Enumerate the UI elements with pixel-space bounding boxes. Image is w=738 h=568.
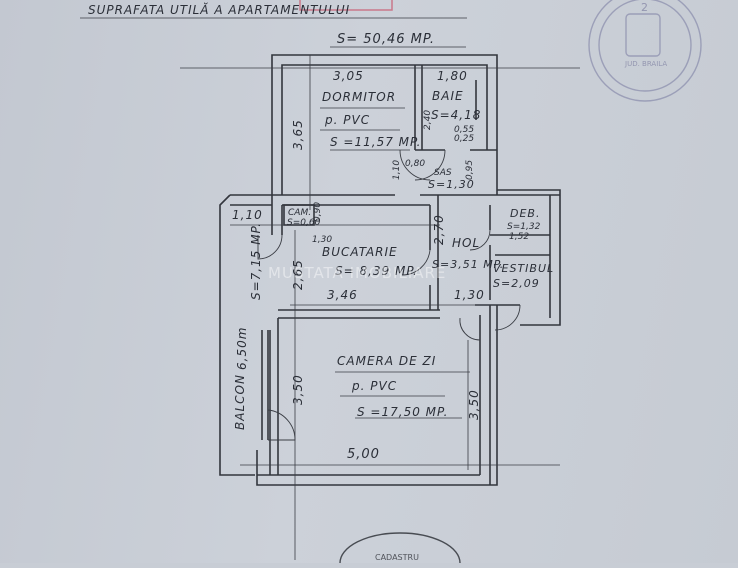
camera-width: 5,00	[347, 447, 380, 462]
camera-depth-left: 3,50	[291, 374, 305, 405]
stamp-county: JUD. BRAILA	[624, 60, 667, 68]
dormitor-floor: p. PVC	[324, 113, 370, 127]
baie-dim-a: 0,55	[454, 125, 474, 135]
hol-area: S=3,51 MP.	[432, 258, 504, 271]
debara-dim: 1,52	[509, 232, 529, 242]
camara-area: S=0,60	[287, 218, 321, 228]
hol-name: HOL	[452, 236, 480, 250]
balcon-area: S=7,15 MP.	[249, 222, 263, 300]
hol-width: 1,30	[454, 288, 485, 302]
dormitor-width: 3,05	[333, 69, 364, 83]
watermark: MUSTATA IMOBILIARE	[268, 264, 446, 282]
balcon-length: 6,50m	[235, 327, 249, 370]
bucatarie-name: BUCATARIE	[322, 245, 398, 259]
balcon-name: BALCON	[233, 374, 247, 430]
dimension-lines	[180, 55, 580, 560]
stamp-bottom-text: CADASTRU	[375, 553, 419, 562]
plan-title: SUPRAFATA UTILĂ A APARTAMENTULUI	[88, 2, 350, 17]
vestibul-name: VESTIBUL	[493, 262, 554, 275]
cadastre-stamp-bottom: CADASTRU	[339, 532, 461, 564]
camara-dim-b: 1,30	[312, 235, 332, 245]
camera-floor: p. PVC	[351, 379, 397, 393]
red-stamp-fragment	[299, 0, 393, 11]
balcon-width: 1,10	[232, 208, 263, 222]
camera-area: S =17,50 MP.	[357, 405, 448, 419]
camera-depth-right: 3,50	[467, 389, 481, 420]
door-dormitor	[399, 149, 431, 181]
sas-dim-c: 0,95	[465, 160, 475, 180]
door-deb	[469, 229, 491, 251]
baie-area: S=4,18	[431, 108, 481, 122]
stamp-number: 2	[641, 1, 648, 14]
sas-name: SAS	[434, 168, 452, 178]
debara-area: S=1,32	[507, 222, 541, 232]
camara-dim-a: 0,90	[313, 202, 323, 222]
baie-width: 1,80	[437, 69, 468, 83]
sas-dim-b: 0,80	[405, 159, 425, 169]
total-area: S= 50,46 MP.	[337, 32, 435, 47]
bucatarie-depth: 2,65	[291, 259, 305, 290]
dormitor-name: DORMITOR	[322, 90, 396, 104]
baie-depth: 2,40	[423, 110, 433, 130]
camera-name: CAMERA DE ZI	[337, 354, 436, 368]
door-vestibul	[494, 304, 521, 331]
door-balcon	[257, 234, 283, 260]
sas-area: S=1,30	[428, 178, 475, 191]
door-sas	[414, 149, 446, 181]
baie-dim-b: 0,25	[454, 134, 474, 144]
door-balcon-2	[267, 409, 296, 441]
debara-name: DEB.	[510, 207, 540, 220]
doors	[257, 149, 521, 441]
dormitor-area: S =11,57 MP.	[330, 135, 421, 149]
door-bucatarie	[401, 249, 431, 276]
door-camera	[459, 317, 481, 341]
camara-name: CAM.	[288, 208, 311, 218]
vestibul-area: S=2,09	[493, 277, 540, 290]
bucatarie-area: S= 8,39 MP.	[335, 264, 418, 278]
cadastre-stamp-top: 2 JUD. BRAILA	[588, 0, 702, 102]
hol-depth: 2,70	[432, 214, 446, 245]
sas-dim-a: 1,10	[392, 160, 402, 180]
dormitor-depth: 3,65	[291, 119, 305, 150]
baie-name: BAIE	[432, 89, 464, 103]
bucatarie-width: 3,46	[327, 288, 358, 302]
